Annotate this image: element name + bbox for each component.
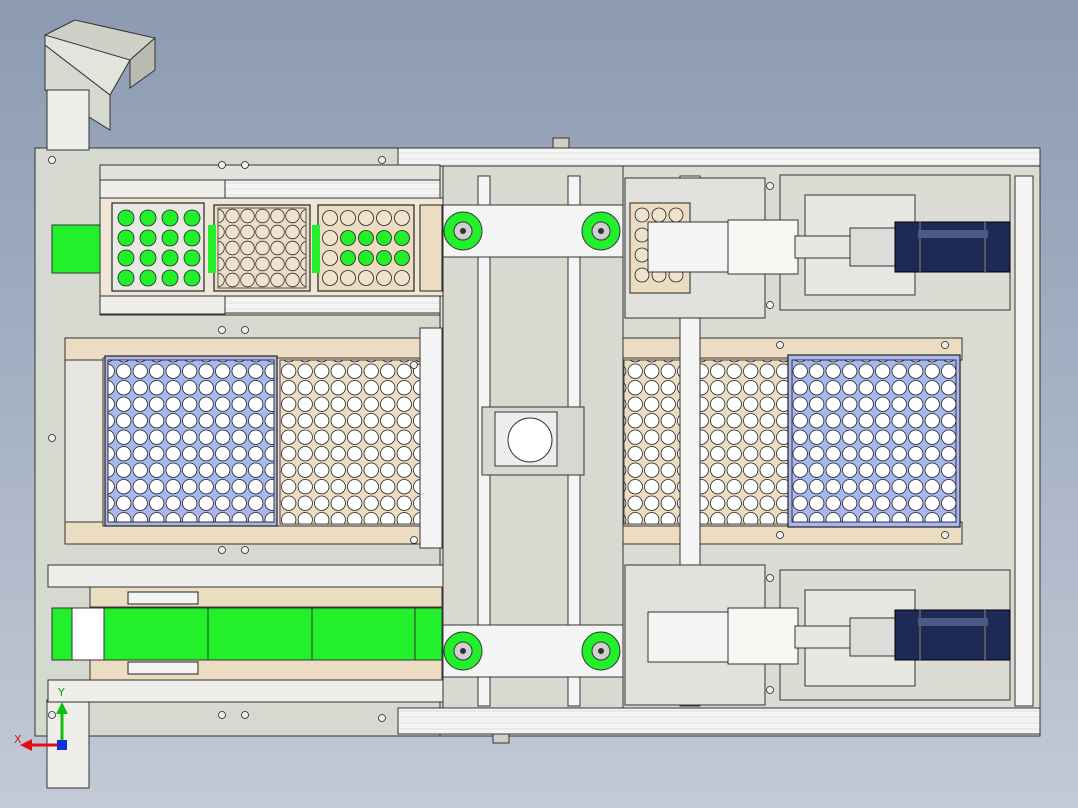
tray-hole [358,230,374,246]
tray-hole [161,209,179,227]
screw-icon [241,546,249,554]
axis-x-label: X [14,733,22,746]
tray-hole [358,270,374,286]
tray-hole [117,209,135,227]
screw-icon [378,714,386,722]
tray-hole [340,270,356,286]
tray-hole [358,210,374,226]
tray-hole [117,269,135,287]
tray-hole [394,210,410,226]
screw-icon [941,531,949,539]
screw-icon [410,361,418,369]
tray-hole [376,250,392,266]
screw-icon [241,711,249,719]
wheel-icon [443,631,483,671]
tray-hole [183,209,201,227]
blue-pallet-right[interactable] [787,354,961,528]
tray-hole [322,250,338,266]
screw-icon [776,531,784,539]
tray-beige-3[interactable] [317,204,415,292]
tray-hole [340,230,356,246]
tray-hole [358,250,374,266]
screw-icon [766,182,774,190]
screw-icon [241,326,249,334]
green-belt-lower[interactable] [51,607,443,661]
screw-icon [378,156,386,164]
carriage-plate[interactable] [481,406,585,476]
guide-wheels [443,211,621,671]
tray-hole [340,250,356,266]
tray-hole [634,227,650,243]
vertical-profile-right[interactable] [1014,175,1034,707]
tray-hole [161,249,179,267]
tray-partial[interactable] [419,204,443,292]
axis-y-label: Y [58,686,65,699]
tray-hole [161,269,179,287]
frame-top-rail[interactable] [397,137,1041,167]
pneumatic-cylinder-icon [894,609,1011,661]
wheel-icon [581,631,621,671]
wheel-icon [581,211,621,251]
screw-icon [941,341,949,349]
tray-hole [634,207,650,223]
upper-conveyor[interactable] [51,164,446,316]
tray-hole [183,269,201,287]
wheel-icon [443,211,483,251]
tray-hole [139,229,157,247]
tray-hole [139,269,157,287]
pallet-conveyor[interactable] [64,327,963,549]
tray-hole [376,230,392,246]
tray-hole [161,229,179,247]
screw-icon [766,574,774,582]
screw-icon [218,711,226,719]
tray-hole [322,210,338,226]
tray-hole [183,229,201,247]
tray-hole [634,267,650,283]
bent-bracket[interactable] [44,19,157,131]
screw-icon [241,161,249,169]
support-post-top[interactable] [46,89,90,151]
frame-bottom-rail[interactable] [397,707,1041,744]
screw-icon [218,161,226,169]
tray-hole [651,207,667,223]
screw-icon [218,326,226,334]
tray-hole [376,270,392,286]
tray-hole [322,270,338,286]
screw-icon [410,536,418,544]
axis-triad-icon [20,702,68,751]
lower-pusher-station[interactable] [624,564,1011,706]
tray-hole [394,230,410,246]
tray-hole [634,247,650,263]
tray-hole [340,210,356,226]
tray-beige-2[interactable] [213,204,311,292]
tray-hole [139,209,157,227]
tray-hole [117,229,135,247]
pneumatic-cylinder-icon [894,221,1011,273]
blue-pallet-left[interactable] [104,355,278,527]
lower-conveyor[interactable] [47,564,444,703]
screw-icon [218,546,226,554]
screw-icon [766,301,774,309]
tray-hole [394,270,410,286]
screw-icon [48,156,56,164]
drive-roller-upper[interactable] [51,224,108,274]
central-gantry[interactable] [442,165,624,709]
upper-pusher-station[interactable] [624,174,1011,319]
tray-hole [668,207,684,223]
tray-hole [322,230,338,246]
screw-icon [776,341,784,349]
screw-icon [766,686,774,694]
screw-icon [48,711,56,719]
fasteners [48,156,949,722]
tray-green-1[interactable] [111,202,205,292]
tray-hole [117,249,135,267]
screw-icon [48,434,56,442]
tray-hole [394,250,410,266]
tray-hole [183,249,201,267]
tray-hole [376,210,392,226]
tray-hole [139,249,157,267]
